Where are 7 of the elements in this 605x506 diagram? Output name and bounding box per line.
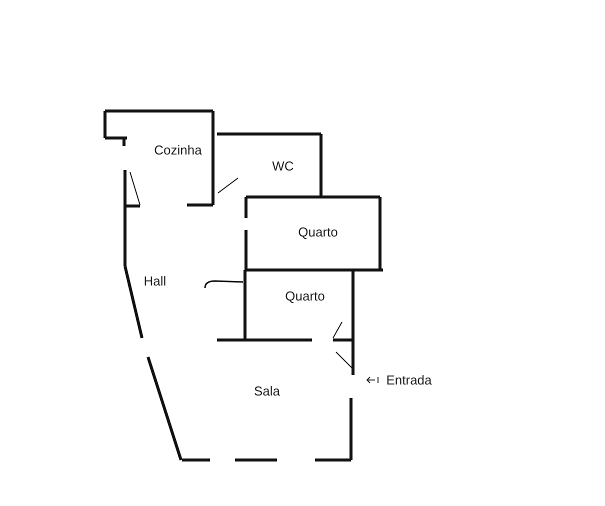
room-label: Sala xyxy=(254,384,280,398)
room-label: Hall xyxy=(144,274,166,288)
room-label: Cozinha xyxy=(154,142,202,158)
room-label: WC xyxy=(272,158,294,174)
room-label: Quarto xyxy=(285,288,325,304)
entrance-label: Entrada xyxy=(386,372,432,388)
room-label: Quarto xyxy=(298,224,338,240)
